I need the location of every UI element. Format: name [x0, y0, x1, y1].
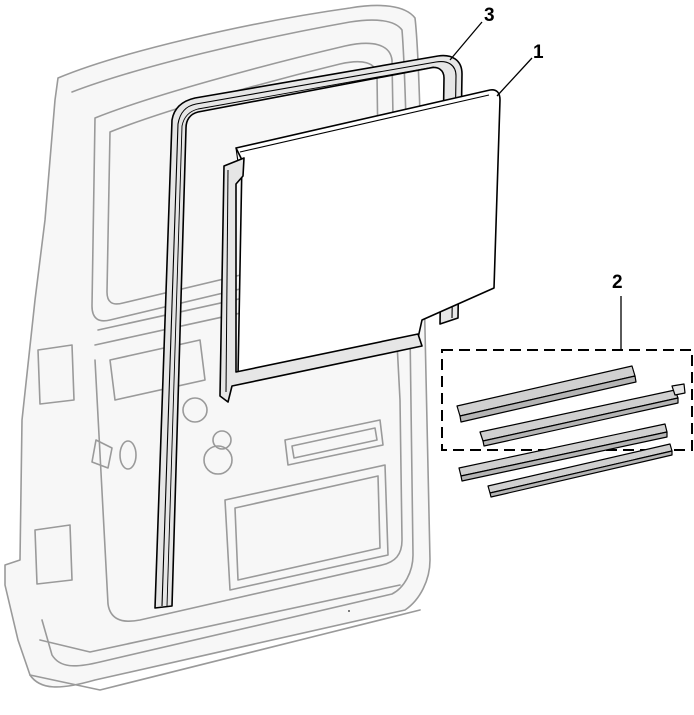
callout-1-label: 1 — [533, 42, 544, 63]
channel-strip-c-face — [460, 431, 668, 482]
channel-strips — [456, 365, 686, 498]
panel-lower-recess-inner — [234, 475, 381, 581]
door-inner-outline — [41, 19, 414, 667]
door-sill-line — [39, 584, 401, 653]
glass-rear-channel — [219, 157, 423, 403]
check-strap — [91, 439, 113, 469]
panel-lower-recess — [224, 464, 389, 591]
access-hole-a — [182, 397, 208, 423]
channel-strip-b-face — [482, 397, 679, 447]
access-hole-d — [119, 440, 137, 470]
glass-rear-channel-inner — [225, 169, 229, 393]
channel-strip-b-end — [671, 383, 686, 396]
callout-2-label: 2 — [612, 272, 623, 293]
hinge-lower — [34, 524, 73, 585]
window-opening-outer — [91, 42, 396, 322]
callout-3-label: 3 — [484, 5, 495, 26]
glass-pane — [235, 89, 501, 377]
leader-1 — [496, 57, 533, 97]
part-1-door-glass — [219, 89, 501, 403]
hinge-upper — [37, 344, 75, 405]
seal-lip-line — [166, 66, 435, 607]
panel-pocket-inner — [291, 427, 378, 459]
leader-3 — [449, 21, 483, 61]
panel-pocket — [284, 419, 384, 466]
access-hole-c — [212, 430, 232, 450]
part-2-detail-box — [441, 349, 693, 498]
seal-inner-edge — [161, 61, 457, 607]
leader-lines — [449, 21, 622, 350]
stray-dot — [348, 610, 350, 612]
access-hole-b — [203, 445, 233, 475]
channel-strip-a-face — [459, 375, 637, 423]
glass-edge-thickness — [235, 94, 490, 163]
channel-strip-d-face — [489, 450, 673, 498]
seal-outer-body — [154, 54, 463, 609]
door-bottom-edge — [29, 609, 421, 691]
part-3-glass-run-seal — [154, 54, 463, 609]
